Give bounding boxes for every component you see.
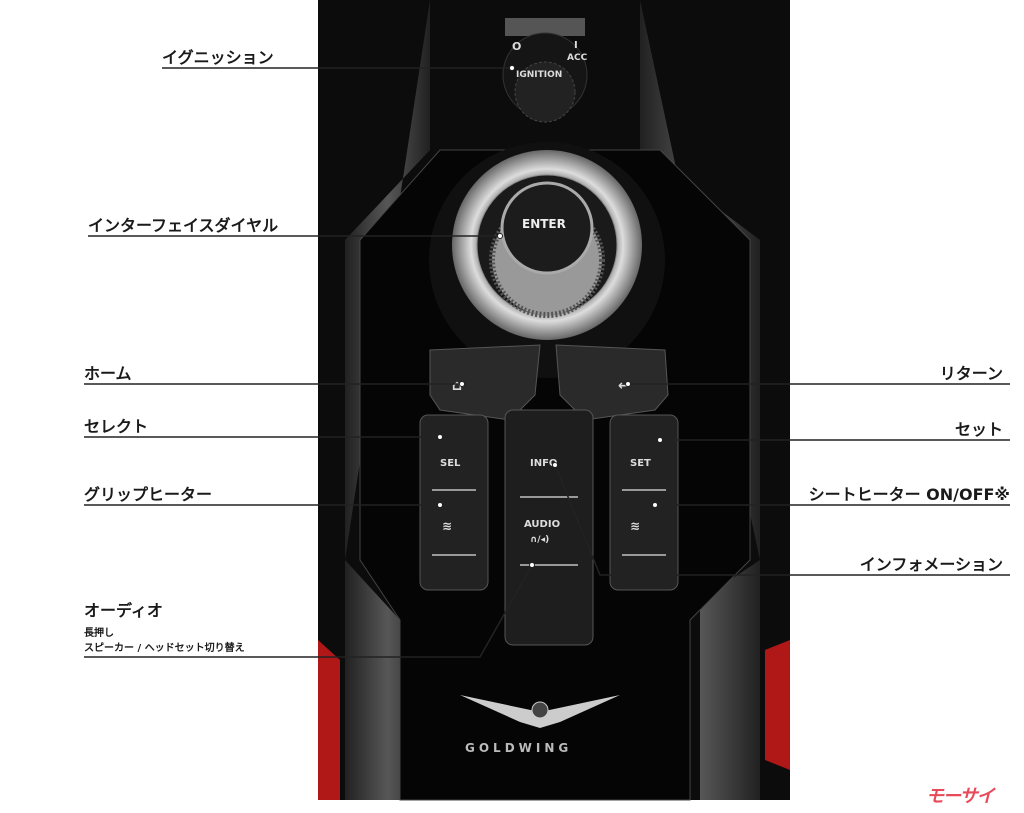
- watermark-logo: モーサイ: [926, 786, 995, 807]
- label-audio-note-2: スピーカー / ヘッドセット切り替え: [84, 643, 245, 654]
- label-home: ホーム: [84, 364, 132, 383]
- acc-mark: ACC: [567, 53, 588, 63]
- label-interface-dial: インターフェイスダイヤル: [88, 216, 279, 235]
- sel-label: SEL: [440, 458, 461, 469]
- set-label: SET: [630, 458, 651, 469]
- seat-heater-icon: ≋: [630, 519, 640, 533]
- label-audio-note-1: 長押し: [84, 628, 114, 639]
- label-information: インフォメーション: [859, 555, 1003, 574]
- label-return: リターン: [939, 364, 1003, 383]
- ignition-mark: IGNITION: [516, 70, 562, 80]
- return-icon: ↩: [618, 378, 630, 394]
- brand-logo: GOLDWING: [465, 741, 572, 755]
- label-audio: オーディオ: [84, 601, 163, 620]
- info-label: INFO: [530, 458, 557, 469]
- label-select: セレクト: [84, 417, 149, 436]
- ignition-off-mark: O: [512, 40, 521, 53]
- headset-speaker-icon: ∩/◂): [530, 535, 549, 545]
- grip-heater-icon: ≋: [442, 519, 452, 533]
- ignition-on-mark: I: [574, 40, 578, 51]
- label-grip-heater: グリップヒーター: [84, 485, 213, 504]
- audio-label: AUDIO: [524, 519, 560, 530]
- enter-label: ENTER: [522, 217, 566, 231]
- label-seat-heater: シートヒーター ON/OFF※: [808, 485, 1010, 504]
- label-set: セット: [954, 420, 1003, 439]
- home-icon: ⌂: [452, 378, 462, 394]
- label-ignition: イグニッション: [162, 48, 274, 67]
